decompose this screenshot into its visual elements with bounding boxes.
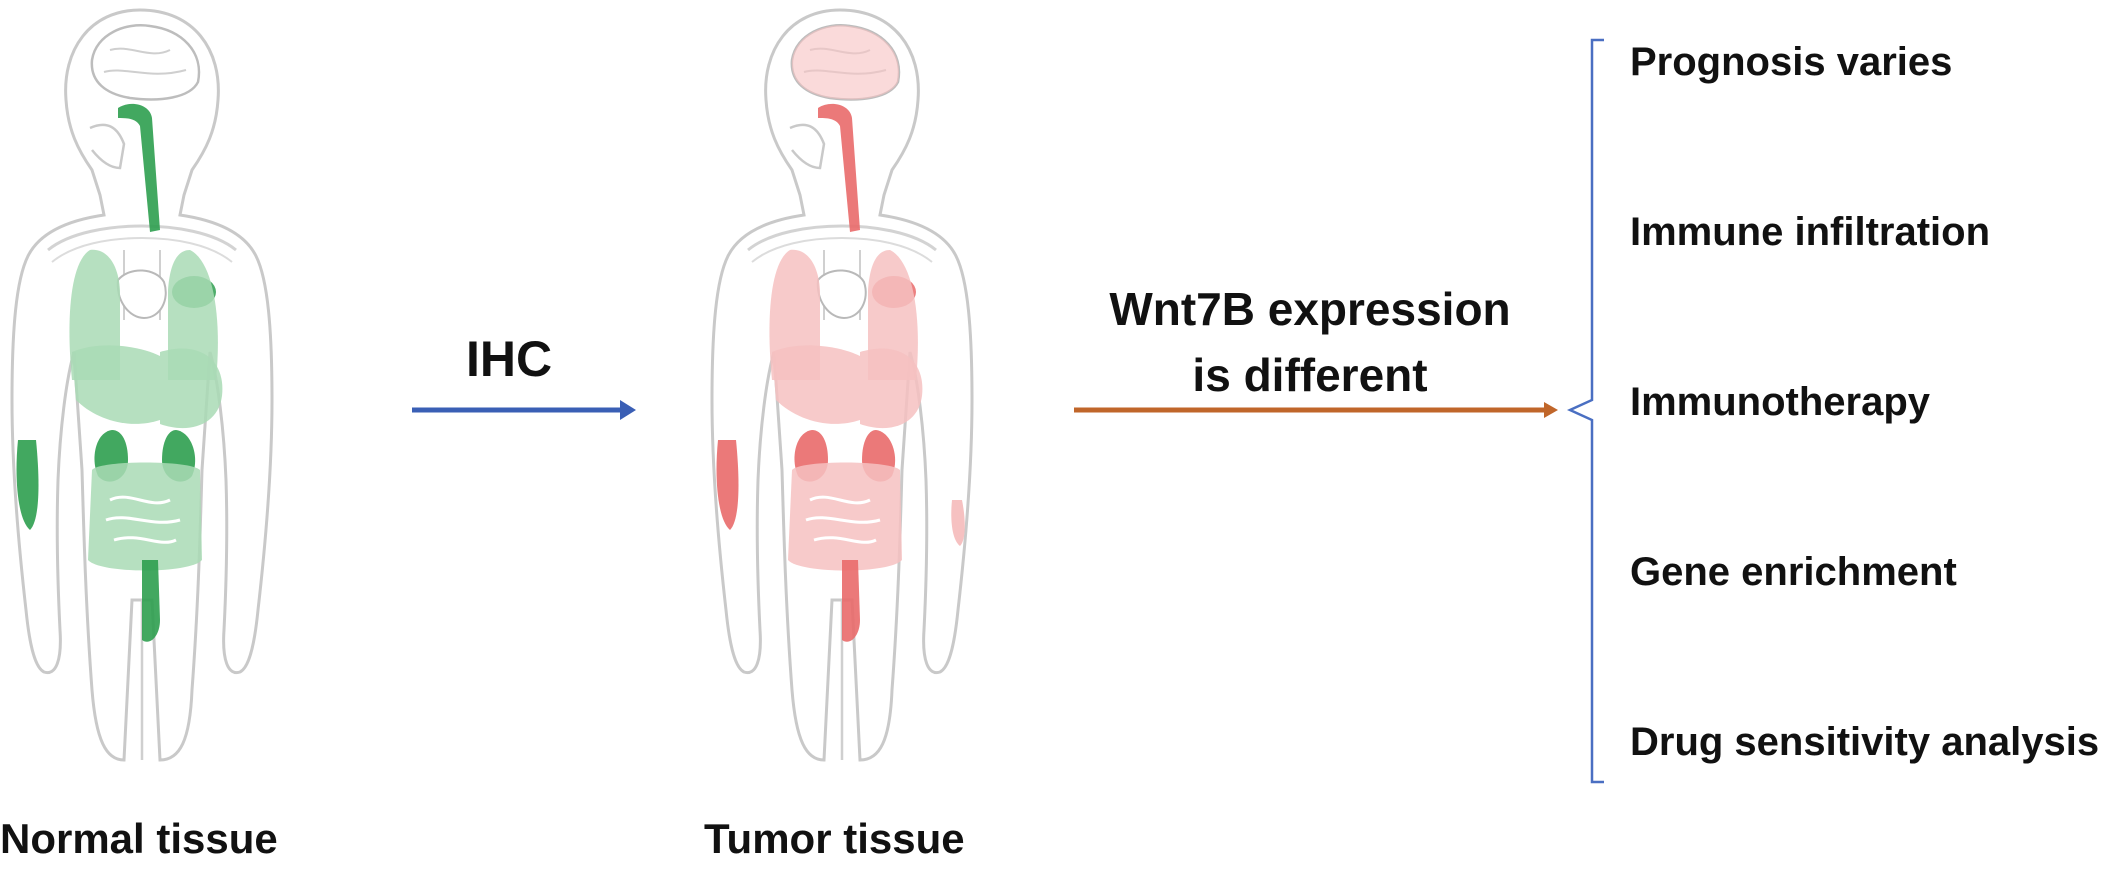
- expression-label-line1: Wnt7B expression: [1109, 283, 1511, 335]
- outcome-immunotherapy: Immunotherapy: [1630, 380, 1931, 424]
- colon: [142, 560, 160, 642]
- tumor-tissue-caption: Tumor tissue: [704, 815, 965, 862]
- outcome-drug-sensitivity: Drug sensitivity analysis: [1630, 720, 2100, 764]
- esophagus: [818, 103, 860, 232]
- normal-tissue-figure: [10, 8, 274, 762]
- outcome-bracket: [1566, 38, 1604, 784]
- left-arm-tissue: [16, 440, 39, 530]
- expression-label: Wnt7B expression is different: [1070, 276, 1550, 408]
- outcome-gene-enrichment: Gene enrichment: [1630, 550, 1957, 594]
- brain: [791, 25, 899, 100]
- intestines: [88, 462, 202, 571]
- ihc-arrow: [412, 400, 636, 420]
- stomach: [860, 348, 923, 429]
- ihc-label: IHC: [466, 331, 553, 387]
- normal-tissue-caption: Normal tissue: [0, 815, 278, 862]
- right-lung: [868, 250, 918, 380]
- outcome-immune-infiltration: Immune infiltration: [1630, 210, 1990, 254]
- liver: [772, 345, 860, 424]
- esophagus: [118, 103, 160, 232]
- intestines: [788, 462, 902, 571]
- liver: [72, 345, 160, 424]
- expression-label-line2: is different: [1192, 349, 1428, 401]
- outcome-prognosis: Prognosis varies: [1630, 40, 1953, 84]
- expression-arrow: [1074, 402, 1558, 418]
- colon: [842, 560, 860, 642]
- left-arm-tissue: [716, 440, 739, 530]
- tumor-tissue-figure: [710, 8, 974, 762]
- right-arm-tissue: [951, 500, 965, 546]
- stomach: [160, 348, 223, 429]
- right-lung: [168, 250, 218, 380]
